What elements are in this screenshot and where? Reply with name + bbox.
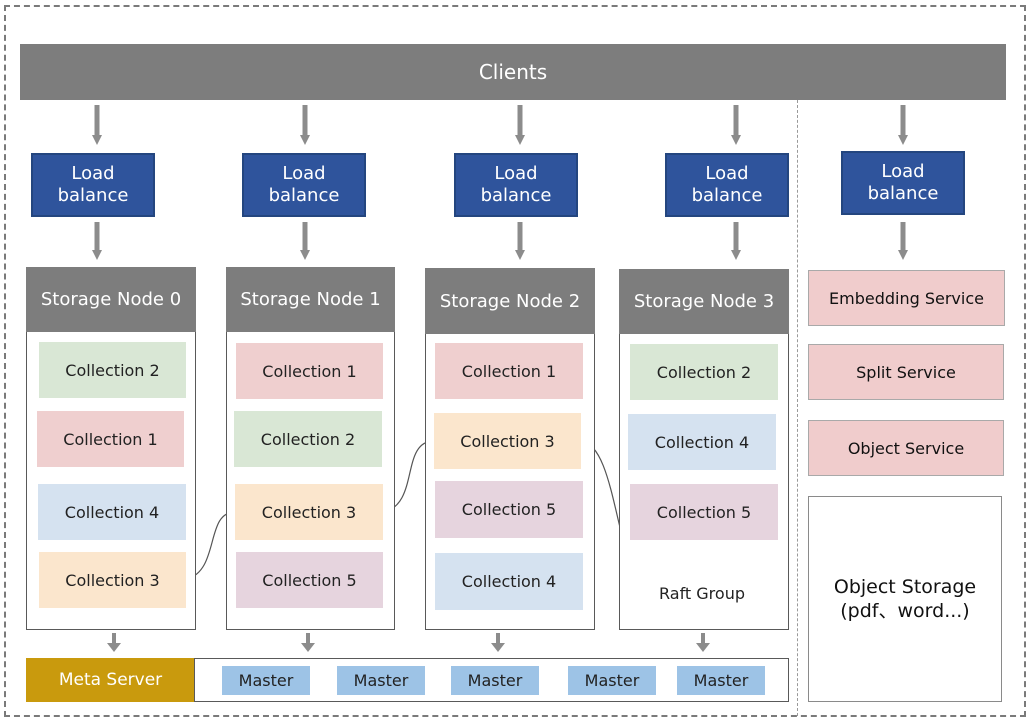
node3-collection-2: Collection 2 <box>630 344 778 400</box>
load-balance-3: Load balance <box>665 153 789 217</box>
load-balance-4: Load balance <box>841 151 965 215</box>
section-divider <box>797 100 798 716</box>
node1-collection-3: Collection 3 <box>235 484 383 540</box>
object-service: Object Service <box>808 420 1004 476</box>
node2-collection-1: Collection 1 <box>435 343 583 399</box>
node3-collection-5: Collection 5 <box>630 484 778 540</box>
storage-node-3-title: Storage Node 3 <box>619 269 789 334</box>
node3-collection-4: Collection 4 <box>628 414 776 470</box>
node0-collection-2: Collection 2 <box>39 342 186 398</box>
node1-collection-5: Collection 5 <box>236 552 383 608</box>
node2-collection-3: Collection 3 <box>434 413 581 469</box>
master-1: Master <box>337 666 425 695</box>
embedding-service: Embedding Service <box>808 270 1005 326</box>
clients-bar: Clients <box>20 44 1006 100</box>
master-2: Master <box>451 666 539 695</box>
node0-collection-1: Collection 1 <box>37 411 184 467</box>
node0-collection-4: Collection 4 <box>38 484 186 540</box>
raft-group-label: Raft Group <box>659 584 745 603</box>
node0-collection-3: Collection 3 <box>39 552 186 608</box>
split-service: Split Service <box>808 344 1004 400</box>
storage-node-2-title: Storage Node 2 <box>425 268 595 334</box>
load-balance-1: Load balance <box>242 153 366 217</box>
object-storage-title: Object Storage <box>833 576 977 598</box>
load-balance-2: Load balance <box>454 153 578 217</box>
object-storage-types: (pdf、word...) <box>840 600 970 622</box>
master-4: Master <box>677 666 765 695</box>
node2-collection-5: Collection 5 <box>435 481 583 538</box>
diagram-frame <box>4 5 1026 717</box>
node1-collection-1: Collection 1 <box>236 343 383 399</box>
node2-collection-4: Collection 4 <box>435 553 583 610</box>
master-3: Master <box>568 666 656 695</box>
load-balance-0: Load balance <box>31 153 155 217</box>
storage-node-1-title: Storage Node 1 <box>226 267 395 332</box>
master-0: Master <box>222 666 310 695</box>
object-storage: Object Storage (pdf、word...) <box>808 496 1002 702</box>
storage-node-0-title: Storage Node 0 <box>26 267 196 332</box>
meta-server: Meta Server <box>26 658 195 702</box>
node1-collection-2: Collection 2 <box>234 411 382 467</box>
